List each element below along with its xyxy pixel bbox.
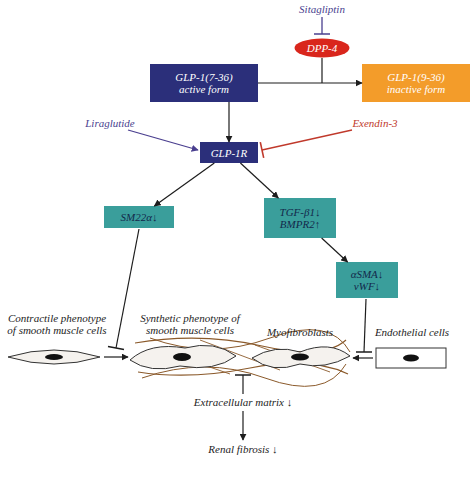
cell-nucleus xyxy=(291,354,309,361)
enzyme-line xyxy=(321,58,322,83)
drug-label: Exendin-3 xyxy=(338,117,412,129)
node-text: GLP-1R xyxy=(211,147,248,159)
peptide-box: GLP-1(9-36) inactive form xyxy=(362,64,470,102)
flow-arrow xyxy=(258,82,362,83)
inhibition-bar xyxy=(260,142,263,158)
drug-label: Sitagliptin xyxy=(277,3,367,15)
cell-label: Contractile phenotype of smooth muscle c… xyxy=(3,312,111,336)
flow-arrow xyxy=(228,102,229,142)
outcome-label: Extracellular matrix ↓ xyxy=(153,396,333,408)
cell-label: Endothelial cells xyxy=(368,326,456,338)
flow-arrow xyxy=(322,238,348,262)
drug-label: Liraglutide xyxy=(70,117,150,129)
enzyme-ellipse: DPP-4 xyxy=(294,38,350,58)
synthetic-cell xyxy=(130,345,236,369)
flow-arrow xyxy=(154,163,214,206)
marker-box: TGF-β1↓ BMPR2↑ xyxy=(264,198,336,238)
inhibition-line xyxy=(242,375,243,394)
outcome-label: Renal fibrosis ↓ xyxy=(153,443,333,455)
node-text: αSMA↓ vWF↓ xyxy=(344,268,390,292)
inhibition-bar xyxy=(356,351,372,353)
node-text: GLP-1(9-36) inactive form xyxy=(382,71,450,95)
transition-arrow xyxy=(353,357,373,358)
endothelial-cell xyxy=(376,348,446,368)
myofibroblast-cell xyxy=(252,347,350,368)
cell-label: Synthetic phenotype of smooth muscle cel… xyxy=(134,312,246,336)
node-text: DPP-4 xyxy=(307,42,338,54)
cell-nucleus xyxy=(403,355,419,362)
flow-arrow xyxy=(240,163,278,198)
peptide-box: GLP-1(7-36) active form xyxy=(150,64,258,102)
node-text: GLP-1(7-36) active form xyxy=(170,71,238,95)
cell-nucleus xyxy=(173,353,191,361)
transition-arrow xyxy=(104,356,128,357)
receptor-box: GLP-1R xyxy=(200,142,258,163)
ellipse-shape xyxy=(295,39,350,58)
antagonist-line xyxy=(262,130,352,150)
inhibition-bar xyxy=(314,33,330,35)
inhibition-bar xyxy=(108,347,124,350)
marker-box: SM22α↓ xyxy=(104,206,174,228)
matrix-fiber xyxy=(160,340,330,374)
outcome-arrow xyxy=(242,411,243,440)
contractile-cell xyxy=(8,350,100,364)
node-text: TGF-β1↓ BMPR2↑ xyxy=(272,206,328,230)
cell-label: Myofibroblasts xyxy=(255,326,345,338)
inhibition-line xyxy=(321,17,322,34)
marker-box: αSMA↓ vWF↓ xyxy=(336,262,398,298)
inhibition-line xyxy=(116,229,139,348)
cell-nucleus xyxy=(45,354,63,360)
inhibition-line xyxy=(364,299,366,352)
agonist-arrow xyxy=(128,130,198,150)
node-text: SM22α↓ xyxy=(121,211,158,223)
